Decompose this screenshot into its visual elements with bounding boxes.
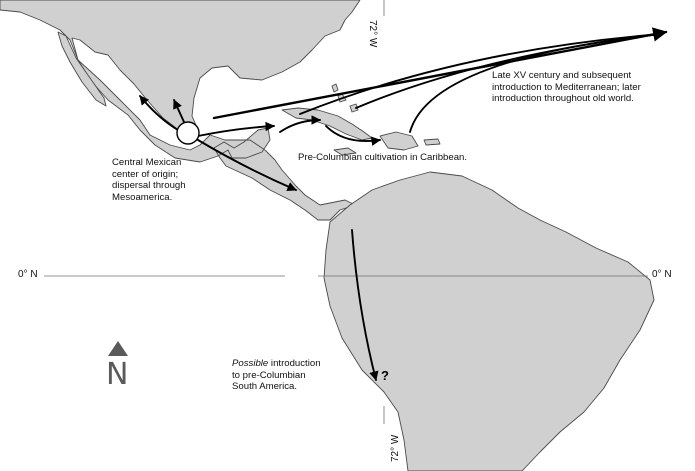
arrow-north: [173, 99, 185, 123]
hispaniola-island: [379, 131, 419, 151]
latitude-label-right: 0° N: [652, 269, 672, 280]
possible-word: Possible: [232, 358, 269, 369]
south-america-line-3: South America.: [232, 381, 298, 392]
arrow-yucatan: [197, 121, 275, 137]
old-world-line-2: introduction to Mediterranean; later: [492, 81, 641, 93]
arrow-southeast: [197, 139, 297, 191]
old-world-label: Late XV century and subsequent introduct…: [492, 70, 641, 105]
north-arrow-letter: N: [106, 357, 129, 392]
origin-line-3: dispersal through: [112, 180, 186, 191]
origin-line-2: center of origin;: [112, 168, 179, 180]
north-america-land: [0, 0, 361, 221]
south-america-label: Possible introduction to pre-Columbian S…: [232, 358, 321, 393]
longitude-label-bottom: 72° W: [390, 434, 401, 462]
longitude-label-top: 72° W: [367, 20, 378, 48]
south-america-line-1-rest: introduction: [268, 358, 321, 369]
caribbean-label: Pre-Columbian cultivation in Caribbean.: [298, 152, 468, 163]
triangle-north-icon: [108, 341, 128, 356]
jamaica-island: [333, 147, 357, 156]
south-america-line-2: to pre-Columbian: [232, 369, 306, 381]
circle-origin-icon: [176, 121, 200, 145]
baja-california-land: [57, 31, 107, 107]
puerto-rico-island: [423, 138, 441, 146]
origin-line-4: Mesoamerica.: [112, 191, 173, 203]
arrow-northwest: [139, 95, 179, 131]
arrow-south-america: [351, 229, 379, 381]
latitude-label-left: 0° N: [18, 269, 38, 280]
south-america-line-1: Possible introduction: [232, 358, 321, 370]
question-mark: ?: [381, 368, 389, 383]
old-world-line-1: Late XV century and subsequent: [492, 70, 632, 81]
arrow-to-cuba: [279, 115, 321, 133]
arrow-to-hispaniola: [325, 125, 381, 146]
arrow-old-world-cuba: [299, 33, 663, 115]
old-world-line-3: introduction throughout old world.: [492, 93, 634, 104]
arrow-old-world-puerto-rico: [409, 33, 661, 133]
arrow-old-world: [212, 27, 668, 120]
origin-line-1: Central Mexican: [112, 157, 182, 168]
origin-label: Central Mexican center of origin; disper…: [112, 157, 186, 203]
south-america-land: [323, 171, 655, 471]
